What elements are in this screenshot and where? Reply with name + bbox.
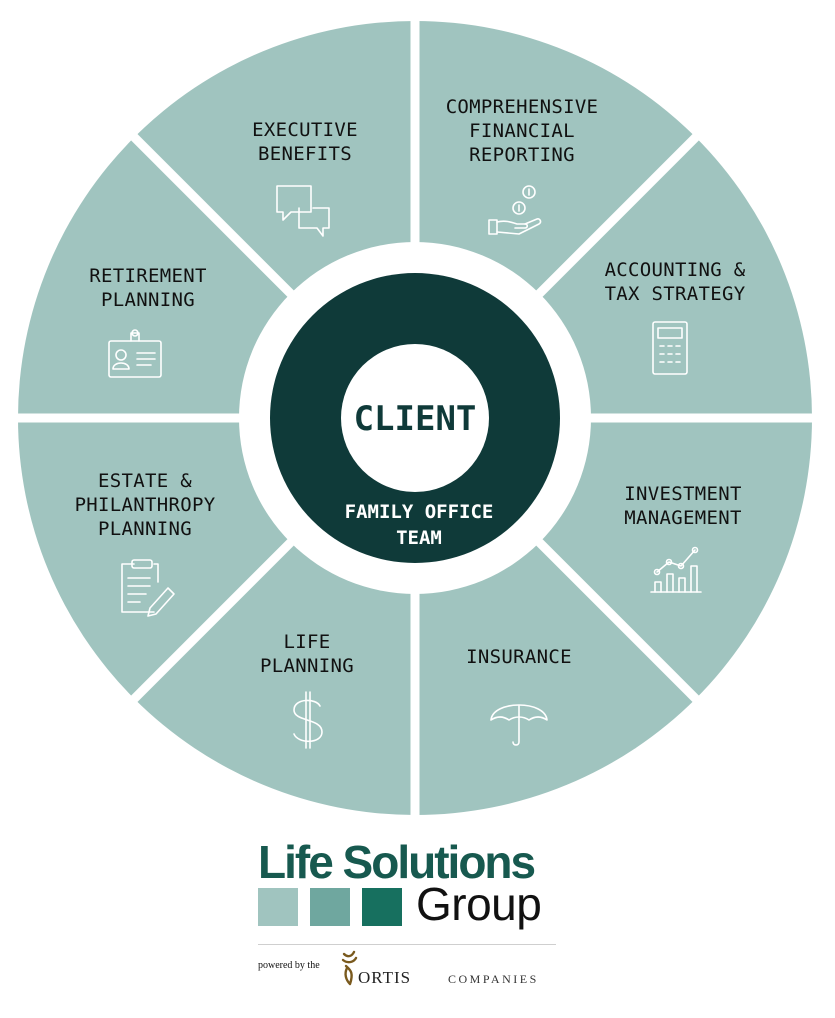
brand-name: ORTIS (358, 968, 412, 987)
segment-label-line: INSURANCE (466, 646, 572, 668)
clipboard-pencil-icon (121, 559, 175, 617)
ring-label-line-2: TEAM (396, 527, 442, 549)
chat-bubbles-icon (276, 185, 330, 237)
segment-label-line: MANAGEMENT (624, 507, 741, 529)
ring-label-line-1: FAMILY OFFICE (345, 501, 494, 523)
segment-label-line: PLANNING (260, 655, 354, 677)
segment-label-line: ACCOUNTING & (605, 259, 746, 281)
dollar-icon (293, 691, 323, 749)
segment-label-line: COMPREHENSIVE (446, 96, 599, 118)
hand-coins-icon (488, 185, 542, 235)
segment-label-line: PLANNING (101, 289, 195, 311)
segment-label-line: INVESTMENT (624, 483, 741, 505)
chart-growth-icon (650, 546, 702, 593)
brand-suffix: COMPANIES (448, 972, 539, 986)
logo-square-dark (362, 888, 402, 926)
segment-label-line: FINANCIAL (469, 120, 575, 142)
calculator-icon (652, 321, 688, 375)
segment-label-line: TAX STRATEGY (605, 283, 746, 305)
company-logo: Life Solutions Group powered by the ORTI… (258, 838, 578, 1018)
client-label: CLIENT (354, 399, 477, 439)
logo-square-medium (310, 888, 350, 926)
logo-line-1: Life Solutions (258, 836, 536, 888)
client-center (341, 344, 489, 492)
segment-label-2: ACCOUNTING &TAX STRATEGY (605, 259, 746, 305)
powered-by-text: powered by the (258, 960, 320, 971)
segment-label-4: INSURANCE (466, 646, 572, 668)
segment-label-line: EXECUTIVE (252, 119, 358, 141)
segment-label-line: PHILANTHROPY (75, 494, 216, 516)
segment-label-line: BENEFITS (258, 143, 352, 165)
segment-label-line: PLANNING (98, 518, 192, 540)
segment-label-line: REPORTING (469, 144, 575, 166)
fortis-emblem-icon (341, 950, 358, 986)
segment-label-line: ESTATE & (98, 470, 192, 492)
segment-label-line: LIFE (284, 631, 331, 653)
id-card-icon (108, 329, 162, 378)
logo-divider (258, 944, 556, 945)
umbrella-icon (490, 704, 548, 746)
logo-line-2: Group (416, 878, 542, 930)
segment-label-line: RETIREMENT (89, 265, 206, 287)
logo-square-light (258, 888, 298, 926)
